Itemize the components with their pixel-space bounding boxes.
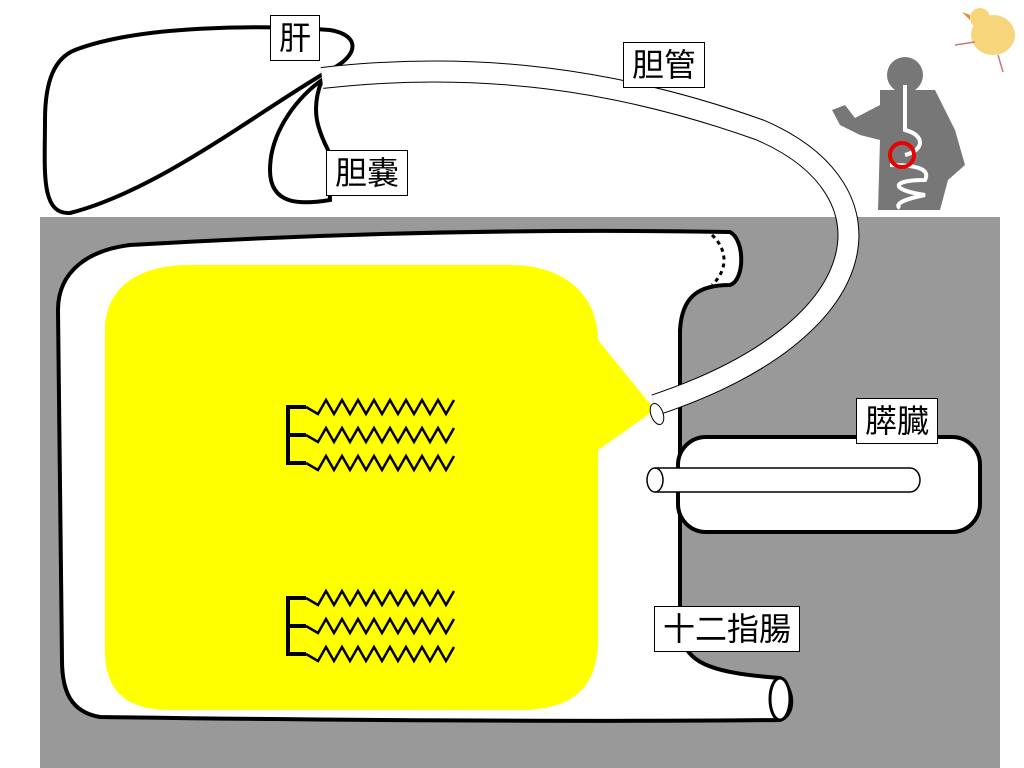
glycerol-backbone (286, 405, 306, 465)
fatty-acid-chain (305, 425, 456, 445)
fatty-acid-chain (305, 644, 456, 664)
label-gallbladder: 胆嚢 (326, 150, 409, 196)
gallbladder-shape (267, 74, 333, 205)
glycerol-backbone (286, 596, 306, 656)
chick-illustration-icon (954, 8, 1015, 73)
label-bile-duct: 胆管 (623, 42, 706, 88)
body-silhouette-icon (832, 57, 965, 210)
label-pancreas: 膵臓 (856, 398, 939, 444)
pancreatic-duct-end (646, 467, 664, 493)
bile-duct-end (649, 402, 665, 426)
triglyceride-molecule (286, 397, 456, 473)
duodenum-end (768, 676, 792, 722)
triglyceride-molecule (286, 588, 456, 664)
fat-droplet (105, 265, 655, 710)
duodenum-opening (710, 233, 726, 287)
fatty-acid-chain (305, 453, 456, 473)
fatty-acid-chain (305, 397, 456, 417)
label-duodenum: 十二指腸 (654, 606, 801, 652)
bile-duct-inner (320, 61, 859, 415)
pancreatic-duct (655, 467, 921, 493)
label-liver: 肝 (270, 15, 321, 61)
fatty-acid-chain (305, 616, 456, 636)
fatty-acid-chain (305, 588, 456, 608)
liver-shape (42, 25, 355, 216)
